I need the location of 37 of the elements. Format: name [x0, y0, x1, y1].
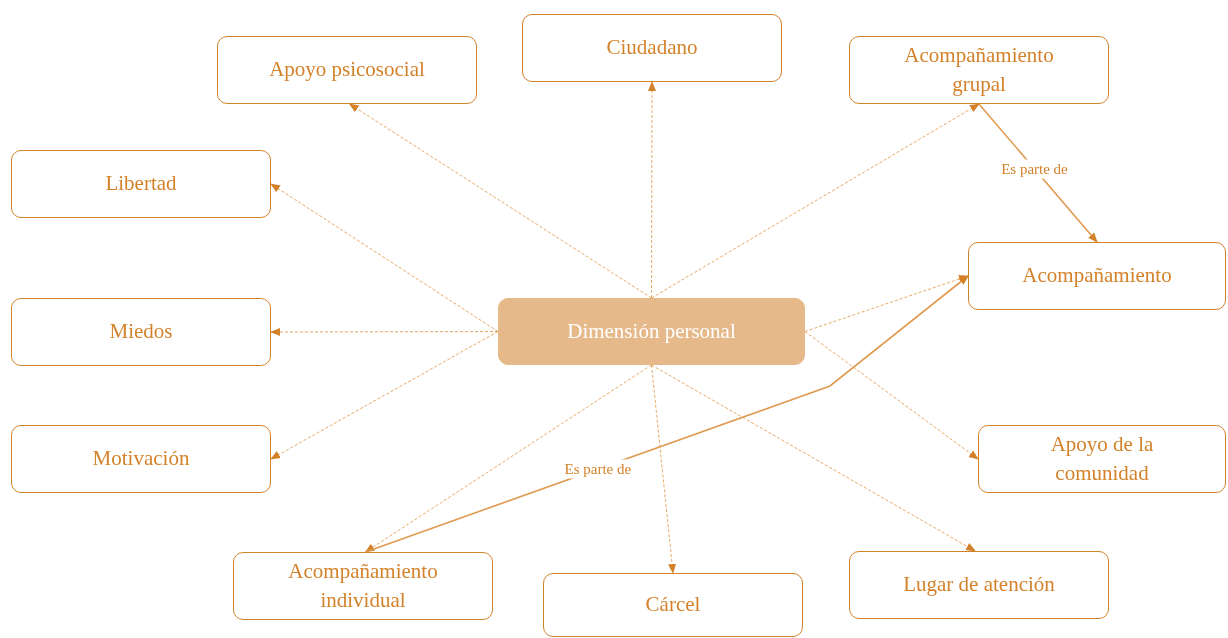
concept-label: Dimensión personal [567, 317, 736, 345]
concept-label: Ciudadano [606, 34, 698, 62]
concept-label: Motivación [92, 445, 190, 473]
concept-box [543, 573, 803, 637]
arrow [804, 331, 979, 460]
concept-label: Apoyo psicosocial [269, 56, 425, 84]
arrow [651, 364, 677, 574]
arrow [804, 275, 969, 332]
concept-label: Cárcel [645, 591, 701, 619]
central-concept-box [498, 298, 805, 365]
concept-box [233, 552, 493, 620]
arrow [364, 275, 969, 553]
concept-label: Libertad [105, 170, 177, 198]
arrow [348, 103, 652, 299]
arrow [270, 331, 499, 460]
concept-label: Acompañamiento individual [287, 557, 439, 614]
concept-label: Miedos [109, 318, 173, 346]
concept-box [978, 425, 1226, 493]
concept-box [968, 242, 1226, 310]
concept-box [11, 298, 271, 366]
concept-box [522, 14, 782, 82]
concept-box [849, 551, 1109, 619]
arrow [364, 364, 652, 553]
concept-box [11, 425, 271, 493]
edge-label: Es parte de [998, 159, 1071, 179]
concept-box [217, 36, 477, 104]
arrow [651, 364, 976, 552]
concept-box [11, 150, 271, 218]
arrow [270, 183, 499, 332]
arrow [648, 81, 656, 299]
arrow [651, 103, 980, 299]
concept-label: Acompañamiento [1022, 262, 1172, 290]
arrow [270, 328, 499, 336]
concept-label: Acompañamiento grupal [903, 41, 1055, 98]
concept-label: Apoyo de la comunidad [1049, 430, 1155, 487]
concept-box [849, 36, 1109, 104]
concept-label: Lugar de atención [903, 571, 1055, 599]
